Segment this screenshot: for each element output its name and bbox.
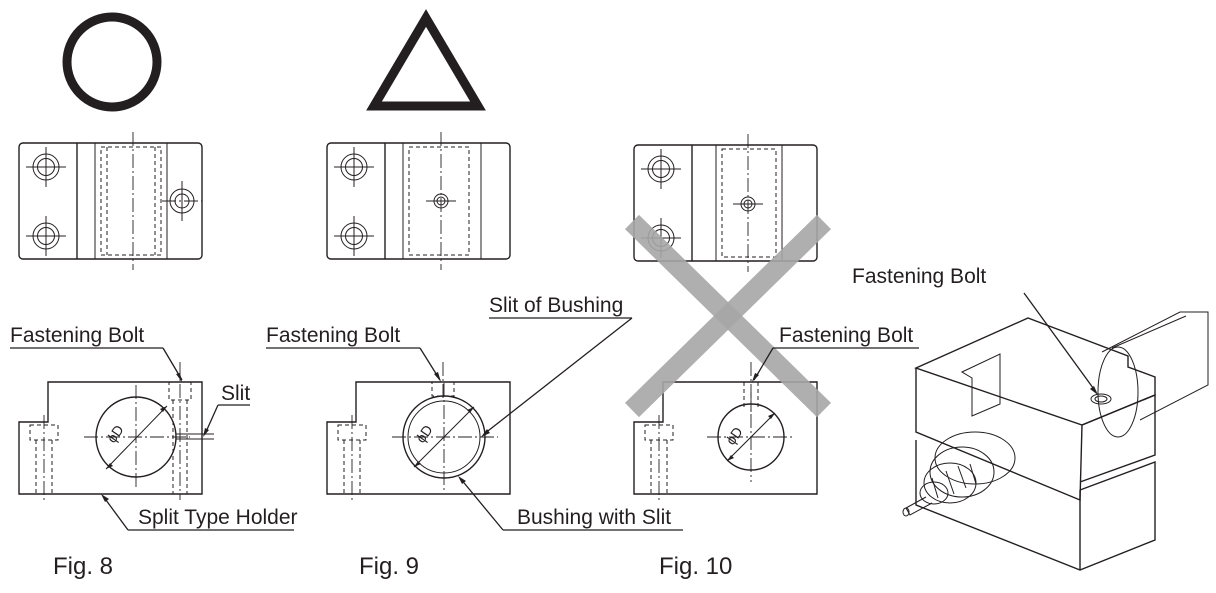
fig8-caption: Fig. 8	[53, 553, 113, 580]
fig8-top-view	[18, 132, 203, 270]
fig9-caption: Fig. 9	[359, 553, 419, 580]
fig8-diameter-label: ϕD	[103, 422, 126, 446]
fig8-group: ϕD Fastening Bolt Slit Split Type Holder…	[10, 12, 298, 580]
fig10-caption: Fig. 10	[659, 553, 732, 580]
fig8-front-view: ϕD	[18, 362, 214, 500]
fig9-slit-of-bushing-label: Slit of Bushing	[489, 294, 623, 317]
fig10-top-view	[633, 134, 818, 272]
iso-fastening-bolt-label: Fastening Bolt	[852, 265, 986, 288]
fig9-group: ϕD Fastening Bolt Slit of Bushing Bushin…	[266, 9, 683, 580]
fig10-front-view: ϕD	[633, 362, 818, 500]
fig9-fastening-bolt-label: Fastening Bolt	[266, 324, 400, 347]
fig8-slit-label: Slit	[221, 382, 250, 405]
triangle-symbol-icon	[366, 9, 486, 111]
isometric-holder-view: Fastening Bolt	[852, 265, 1209, 571]
fig9-diameter-label: ϕD	[412, 422, 435, 446]
x-mark-icon	[625, 214, 831, 418]
fig10-fastening-bolt-label: Fastening Bolt	[779, 324, 913, 347]
fig10-group: ϕD Fastening Bolt Fig. 10	[625, 134, 919, 580]
fig8-holder-label: Split Type Holder	[138, 506, 298, 529]
fig9-front-view: ϕD	[326, 362, 511, 500]
fig8-fastening-bolt-label: Fastening Bolt	[10, 324, 144, 347]
circle-symbol-icon	[62, 12, 162, 112]
fig10-diameter-label: ϕD	[722, 424, 745, 448]
fig9-bushing-with-slit-label: Bushing with Slit	[517, 506, 671, 529]
fig9-top-view	[326, 132, 511, 270]
